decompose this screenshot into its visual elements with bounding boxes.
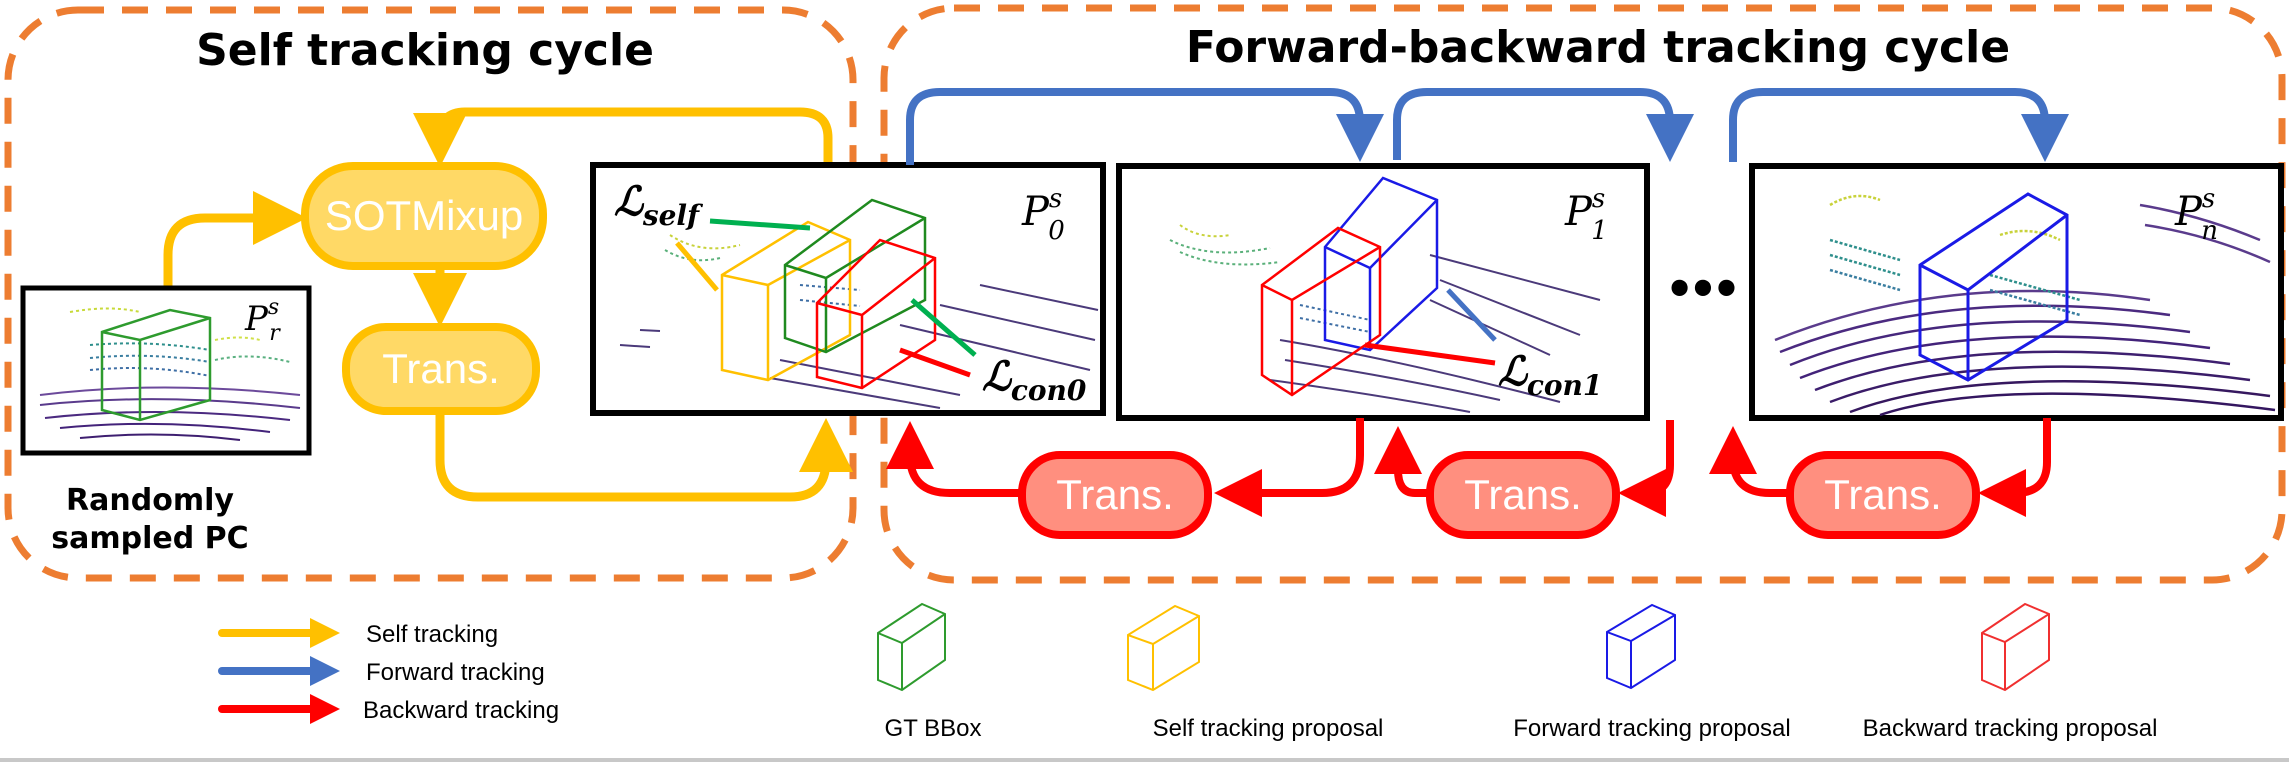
self-cycle-title: Self tracking cycle: [196, 25, 654, 76]
self-proposal-icon: [1127, 604, 1200, 692]
sotmixup-node: SOTMixup: [301, 162, 547, 270]
legend-label-gt-bbox: GT BBox: [885, 715, 982, 742]
backward-trans-node-3: Trans.: [1786, 451, 1980, 539]
legend-item-self-proposal: Self tracking proposal: [1127, 604, 1384, 742]
fb-cycle-title: Forward-backward tracking cycle: [1186, 22, 2010, 73]
arrow-pr-to-sotmixup: [163, 191, 307, 287]
backward-proposal-icon: [1981, 602, 2050, 692]
forward-arrow-prev-to-pn: [1729, 88, 2069, 162]
backward-trans-label-3: Trans.: [1824, 471, 1941, 518]
self-trans-label: Trans.: [382, 345, 499, 392]
legend-label-self-proposal: Self tracking proposal: [1153, 715, 1384, 742]
legend-label-forward-proposal: Forward tracking proposal: [1513, 715, 1790, 742]
arrow-p0-to-sotmixup: [413, 107, 833, 167]
legend-label-self-tracking: Self tracking: [366, 621, 498, 648]
loss-con0-line-red: [899, 347, 971, 378]
backward-trans-label-2: Trans.: [1464, 471, 1581, 518]
legend-label-forward-tracking: Forward tracking: [366, 659, 545, 686]
loss-self-line-yellow: [675, 241, 719, 292]
point-cloud-pn: [1774, 194, 2276, 417]
backward-arrow-trans3-to-prev: [1709, 426, 1788, 497]
legend-item-self-tracking: Self tracking: [218, 618, 498, 648]
loss-con1-line-red: [1364, 342, 1496, 366]
loss-con1-label: ℒcon1: [1498, 348, 1602, 402]
backward-proposal-box-p1: [1260, 226, 1382, 397]
caption-line2: sampled PC: [51, 521, 248, 556]
self-proposal-box-p0: [720, 220, 852, 382]
backward-arrow-pn-to-trans3: [1978, 418, 2051, 517]
legend-item-gt-bbox: GT BBox: [877, 602, 982, 742]
legend-arrows: Self tracking Forward tracking Backward …: [218, 618, 559, 724]
backward-trans-node-1: Trans.: [1018, 451, 1212, 539]
forward-arrow-p1-to-next: [1393, 88, 1694, 162]
loss-self-label: ℒself: [614, 178, 704, 232]
backward-arrow-trans1-to-p0: [886, 421, 1020, 497]
legend-item-backward-tracking: Backward tracking: [218, 694, 559, 724]
sotmixup-label: SOTMixup: [325, 192, 523, 239]
point-cloud-p0: [619, 234, 1099, 409]
ellipsis: •••: [1665, 262, 1735, 316]
legend-label-backward-proposal: Backward tracking proposal: [1863, 715, 2158, 742]
self-trans-node: Trans.: [342, 323, 540, 415]
legend-label-backward-tracking: Backward tracking: [363, 697, 559, 724]
legend-item-forward-tracking: Forward tracking: [218, 656, 545, 686]
forward-arrow-p0-to-p1: [906, 88, 1384, 165]
backward-trans-node-2: Trans.: [1426, 451, 1620, 539]
loss-con1-line-blue: [1446, 288, 1497, 342]
loss-con0-label: ℒcon0: [982, 353, 1087, 407]
gt-bbox-icon: [877, 602, 946, 692]
backward-arrow-trans2-to-p1: [1374, 426, 1428, 497]
caption-line1: Randomly: [66, 483, 234, 518]
backward-arrow-p1-to-trans1: [1214, 418, 1364, 517]
backward-arrow-next-to-trans2: [1618, 420, 1674, 517]
bottom-divider: [0, 758, 2289, 762]
forward-proposal-icon: [1606, 603, 1676, 690]
arrow-trans-to-p0: [435, 410, 853, 502]
legend-item-forward-proposal: Forward tracking proposal: [1513, 603, 1791, 742]
forward-proposal-box-pn: [1918, 192, 2069, 382]
loss-con0-line-green: [910, 298, 977, 357]
backward-trans-label-1: Trans.: [1056, 471, 1173, 518]
gt-bbox-pr: [100, 308, 212, 422]
legend-item-backward-proposal: Backward tracking proposal: [1863, 602, 2158, 742]
loss-self-line-green: [709, 218, 811, 231]
forward-proposal-box-p1: [1323, 176, 1439, 352]
point-cloud-p1: [1169, 224, 1601, 413]
gt-bbox-p0: [783, 198, 927, 354]
backward-proposal-box-p0: [815, 238, 937, 390]
